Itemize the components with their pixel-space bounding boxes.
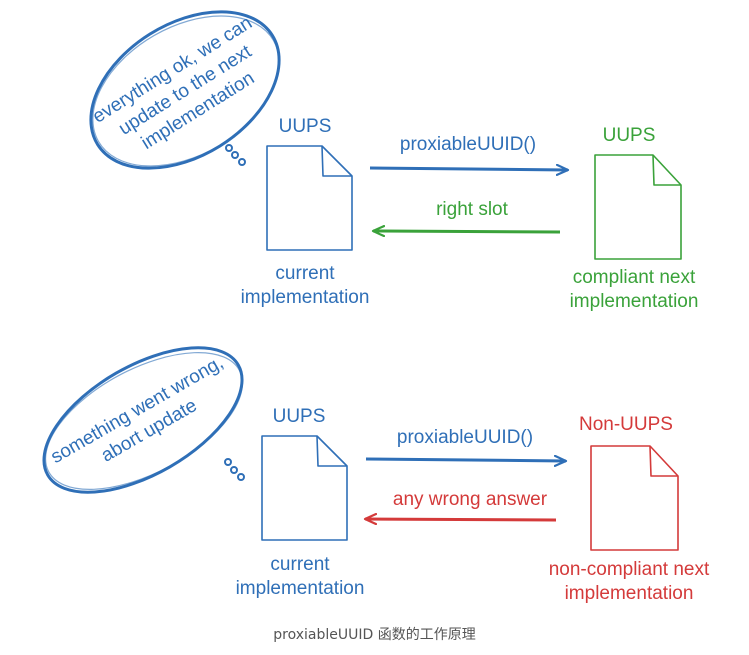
thought-dot [231, 151, 239, 159]
top-call-arrow [369, 168, 568, 170]
bottom-call-label: proxiableUUID() [397, 427, 533, 448]
top-current-document-icon [266, 145, 353, 251]
thought-dot [224, 458, 232, 466]
bottom-current-label-line-1: current [270, 554, 330, 575]
bottom-next-document-icon [590, 445, 679, 551]
top-response-arrow [373, 231, 561, 232]
top-current-label-line-1: current [275, 263, 335, 284]
bottom-next-title: Non-UUPS [579, 414, 673, 435]
bottom-response-arrow [365, 519, 557, 520]
thought-dot [238, 158, 246, 166]
top-next-label-line-1: compliant next [573, 267, 696, 288]
bottom-bubble-line-1: something went wrong, [47, 352, 227, 468]
figure-caption: proxiableUUID 函数的工作原理 [273, 627, 476, 643]
thought-dot [237, 473, 245, 481]
top-next-label-line-2: implementation [570, 291, 699, 312]
bottom-scenario: something went wrong, abort update UUPS … [42, 346, 710, 604]
bottom-next-label-line-2: implementation [565, 583, 694, 604]
bottom-thought-bubble: something went wrong, abort update [42, 346, 245, 494]
top-current-title: UUPS [279, 116, 332, 137]
top-call-label: proxiableUUID() [400, 134, 536, 155]
bottom-current-document-icon [261, 435, 348, 541]
top-scenario: everything ok, we can update to the next… [89, 10, 699, 312]
bottom-call-arrow [365, 459, 566, 461]
bottom-next-label-line-1: non-compliant next [549, 559, 710, 580]
bottom-current-title: UUPS [273, 406, 326, 427]
thought-dot [225, 144, 233, 152]
top-current-label-line-2: implementation [241, 287, 370, 308]
bottom-current-label-line-2: implementation [236, 578, 365, 599]
uups-diagram: everything ok, we can update to the next… [42, 10, 710, 604]
top-thought-bubble: everything ok, we can update to the next… [89, 10, 281, 170]
bottom-response-label: any wrong answer [393, 489, 548, 510]
top-next-title: UUPS [603, 125, 656, 146]
top-response-label: right slot [436, 199, 509, 220]
top-next-document-icon [594, 154, 682, 260]
thought-dot [230, 466, 238, 474]
